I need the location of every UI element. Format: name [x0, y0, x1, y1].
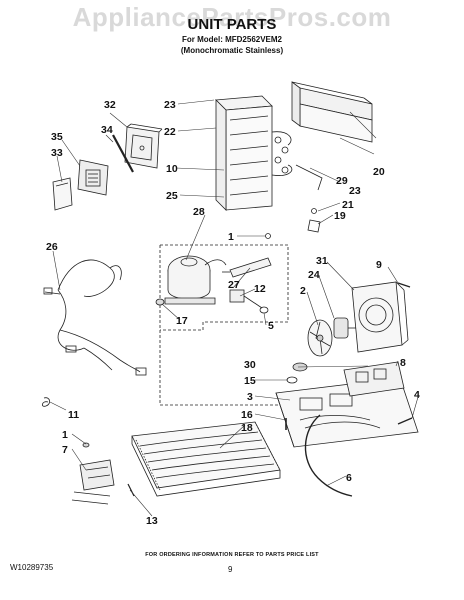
part-number-label: 28 [193, 206, 205, 218]
part-number-label: 6 [346, 472, 352, 484]
drain-pan [131, 421, 281, 497]
part-number-label: 16 [241, 409, 253, 421]
tube-clip [295, 164, 323, 191]
part-number-label: 8 [400, 357, 406, 369]
part-number-label: 35 [51, 131, 63, 143]
part-number-label: 25 [166, 190, 178, 202]
fan-shroud [351, 281, 409, 353]
part-number-label: 4 [414, 389, 420, 401]
part-number-label: 20 [373, 166, 385, 178]
compressor [164, 255, 227, 305]
model-line: For Model: MFD2562VEM2 [181, 35, 282, 44]
filter-dryer [222, 257, 272, 278]
part-number-label: 26 [46, 241, 58, 253]
ordering-note: FOR ORDERING INFORMATION REFER TO PARTS … [145, 552, 319, 558]
electrical-bracket [343, 361, 405, 397]
part-number-label: 5 [268, 320, 274, 332]
part-number-label: 33 [51, 147, 63, 159]
part-number-label: 7 [62, 444, 68, 456]
part-number-label: 23 [164, 99, 176, 111]
part-number-label: 11 [68, 409, 79, 421]
part-number-label: 15 [244, 375, 256, 387]
part-number-label: 31 [316, 255, 328, 267]
base-pan [275, 377, 419, 448]
part-number-label: 30 [244, 359, 256, 371]
terminal-block [71, 442, 115, 505]
wire-harness [43, 259, 147, 376]
part-number-label: 19 [334, 210, 346, 222]
clamp-13 [127, 483, 135, 497]
part-number-label: 21 [342, 199, 354, 211]
grommet [155, 298, 165, 306]
variant-line: (Monochromatic Stainless) [180, 46, 284, 55]
page-title: UNIT PARTS [187, 16, 277, 33]
screw-1a [265, 233, 271, 239]
air-duct [291, 81, 373, 143]
part-number-label: 1 [62, 429, 68, 441]
part-number-label: 24 [308, 269, 320, 281]
part-number-label: 23 [349, 185, 361, 197]
part-number-label: 32 [104, 99, 116, 111]
clip-11 [42, 397, 50, 407]
screw-21 [311, 208, 317, 214]
condensate-tube [304, 414, 353, 497]
fan-motor [333, 317, 356, 339]
part-number-label: 22 [164, 126, 176, 138]
screw-9 [397, 282, 411, 288]
part-number-label: 29 [336, 175, 348, 187]
control-board [77, 159, 109, 196]
part-number-label: 10 [166, 163, 178, 175]
part-number-label: 12 [254, 283, 266, 295]
part-number-label: 18 [241, 422, 253, 434]
part-number-label: 2 [300, 285, 306, 297]
drain-tube [112, 134, 134, 173]
page-number: 9 [228, 565, 233, 574]
washer-15 [286, 376, 298, 384]
part-number-label: 13 [146, 515, 158, 527]
part-number-label: 17 [176, 315, 188, 327]
watermark: AppliancePartsPros.com [72, 2, 392, 32]
mounting-bracket [124, 123, 163, 169]
condenser-coil [215, 95, 293, 211]
part-number-label: 1 [228, 231, 234, 243]
bracket-19 [307, 219, 321, 233]
document-number: W10289735 [10, 563, 54, 572]
board-cover [52, 177, 73, 211]
fan-blade [307, 319, 333, 357]
part-number-labels: 32 23 22 35 34 33 10 25 20 29 23 21 19 2… [46, 99, 420, 527]
part-number-label: 9 [376, 259, 382, 271]
screw-4 [397, 417, 413, 425]
part-number-label: 3 [247, 391, 253, 403]
part-number-label: 27 [228, 279, 240, 291]
part-number-label: 34 [101, 124, 113, 136]
